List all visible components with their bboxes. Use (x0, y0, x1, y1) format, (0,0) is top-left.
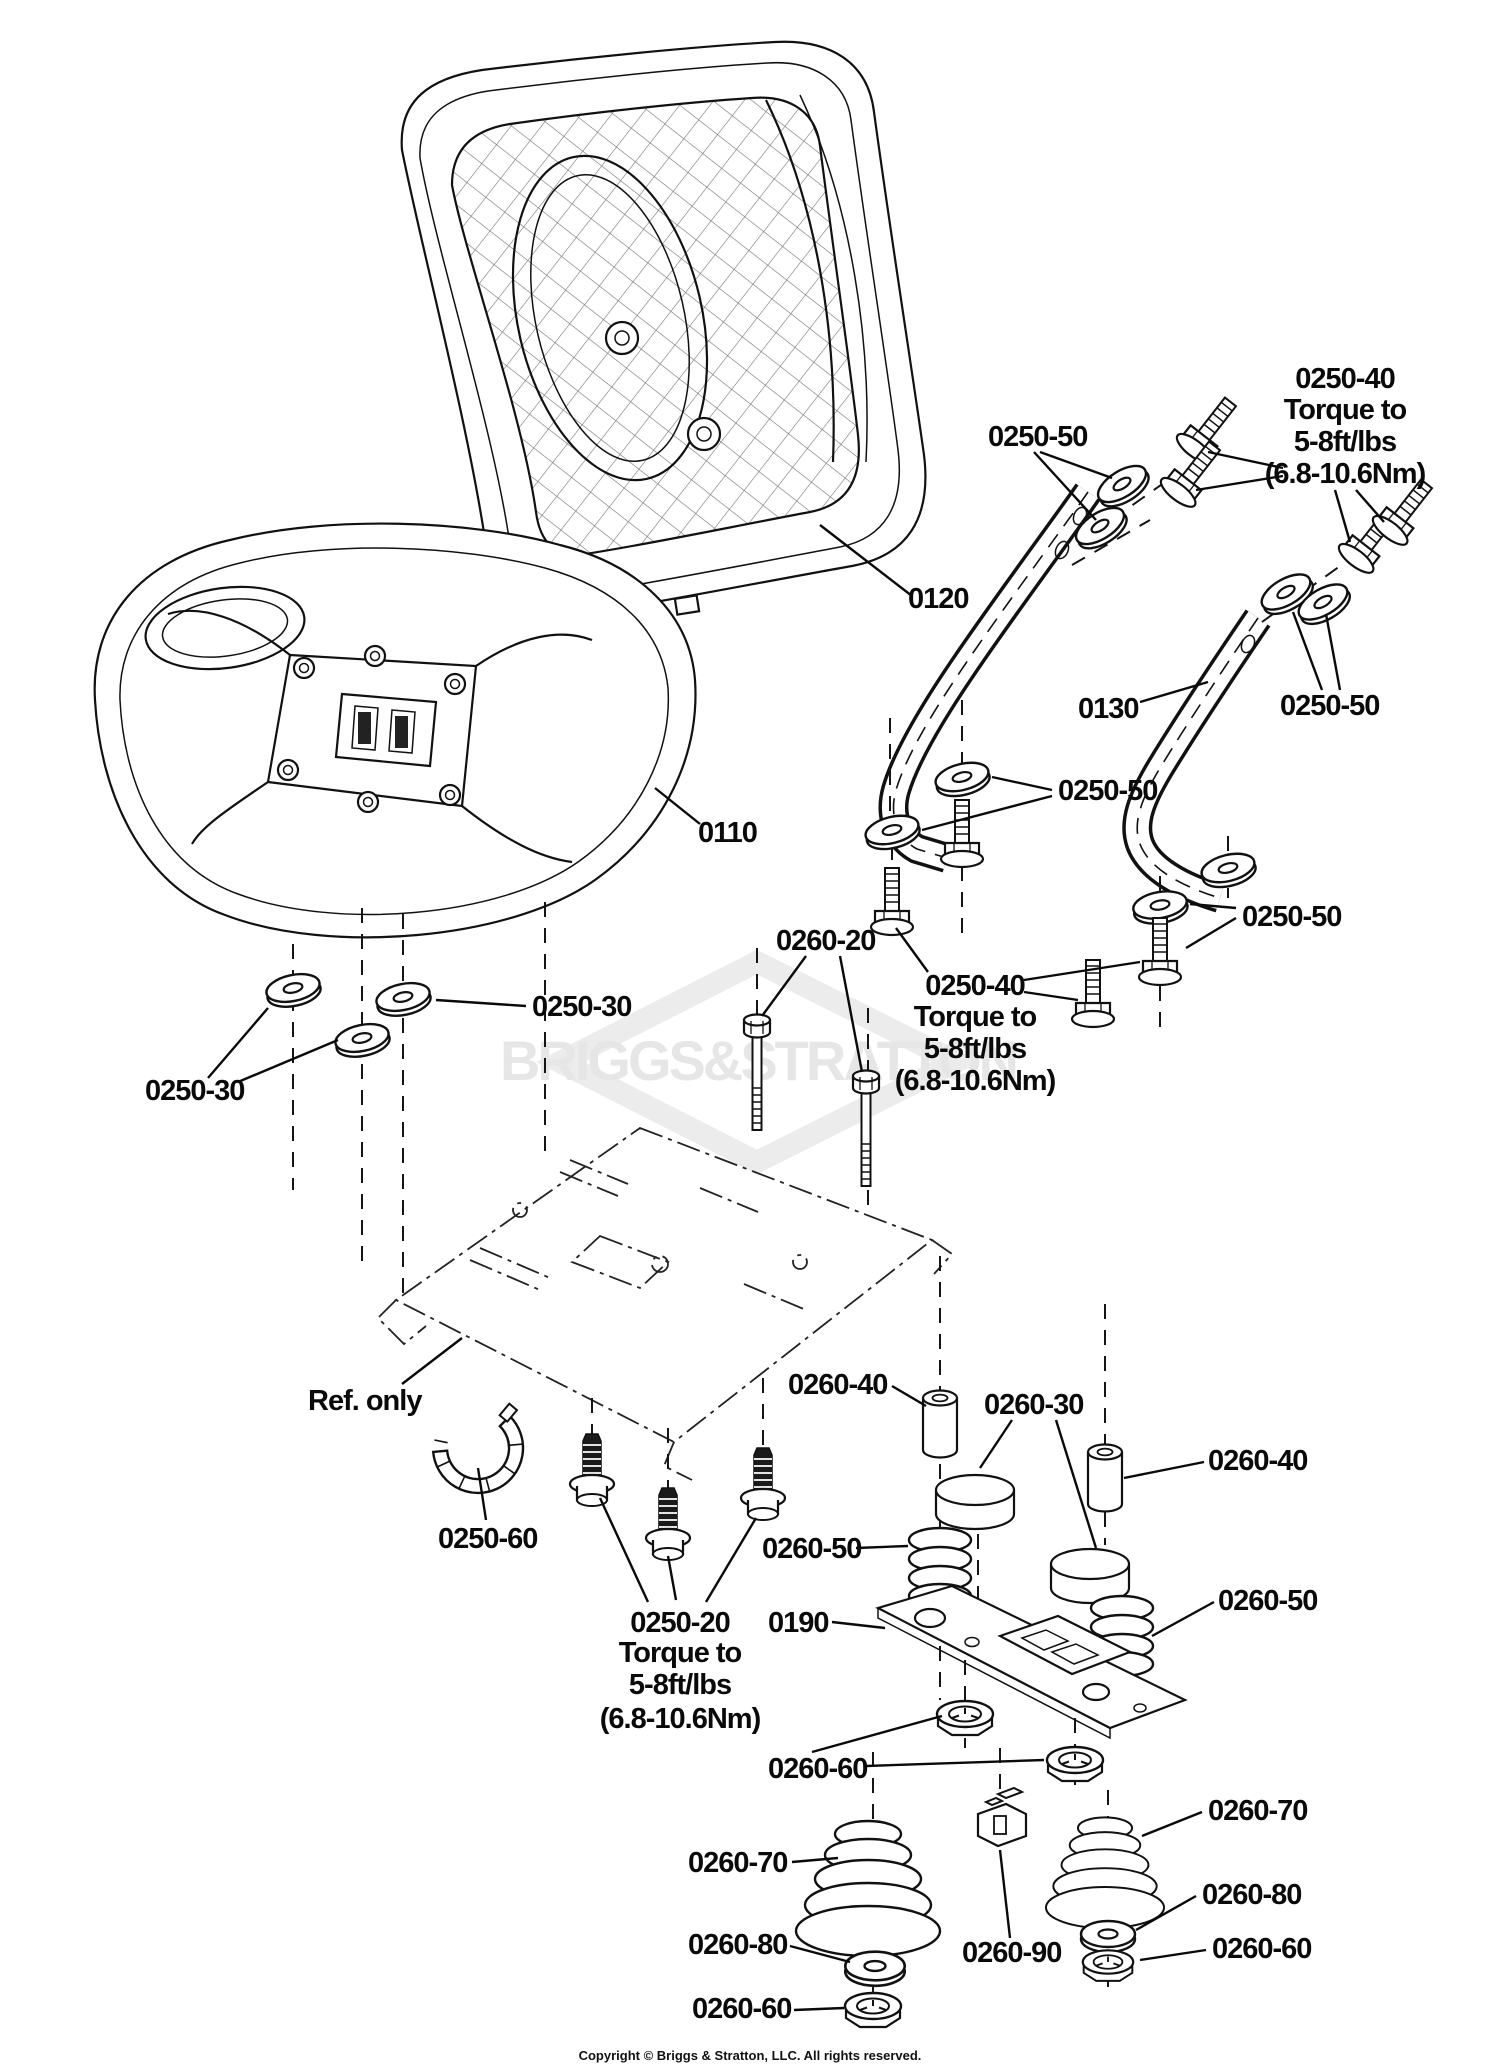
latch-plate-drawing (875, 1584, 1188, 1740)
part-label-0260-60-bottom: 0260-60 (692, 1993, 791, 2025)
part-label-0260-20: 0260-20 (776, 925, 875, 957)
part-label-0190: 0190 (768, 1607, 829, 1639)
part-label-0260-80-right: 0260-80 (1202, 1879, 1301, 1911)
torque-note-line: 5-8ft/lbs (629, 1669, 731, 1701)
washer-part (1079, 1919, 1137, 1954)
part-label-0260-40-left: 0260-40 (788, 1369, 887, 1401)
part-label-0250-20: 0250-20 (630, 1607, 729, 1639)
part-label-0260-40-right: 0260-40 (1208, 1445, 1307, 1477)
part-label-0250-30-left: 0250-30 (145, 1075, 244, 1107)
flange-nut-part (935, 1699, 995, 1737)
part-label-0260-80-left: 0260-80 (688, 1929, 787, 1961)
seat-bottom-drawing (93, 522, 697, 939)
torque-note-line: Torque to (914, 1001, 1037, 1033)
torque-note-line: Torque to (1284, 394, 1407, 426)
part-label-0250-40-mid: 0250-40 (925, 970, 1024, 1002)
part-label-0110: 0110 (698, 817, 757, 849)
torque-note-line: 5-8ft/lbs (924, 1033, 1026, 1065)
hook-drawing (431, 1402, 525, 1495)
torque-note-line: (6.8-10.6Nm) (600, 1703, 761, 1735)
torque-note-line: 5-8ft/lbs (1294, 426, 1396, 458)
torque-note-line: Torque to (619, 1637, 742, 1669)
part-label-0250-30-right: 0250-30 (532, 991, 631, 1023)
torque-note-line: (6.8-10.6Nm) (895, 1065, 1056, 1097)
lower-hardware (794, 1699, 1166, 2029)
torque-note-left: 0250-20 Torque to 5-8ft/lbs (6.8-10.6Nm) (600, 1607, 762, 1735)
part-label-0250-60: 0250-60 (438, 1523, 537, 1555)
flange-nut-part (1081, 1949, 1135, 1982)
part-label-0260-90: 0260-90 (962, 1937, 1061, 1969)
seat-pan-ref-drawing (376, 1126, 954, 1481)
torque-note-line: (6.8-10.6Nm) (1265, 458, 1426, 490)
flange-nut-part (1045, 1745, 1105, 1783)
part-label-0260-60-top: 0260-60 (768, 1753, 867, 1785)
part-label-0250-50-top: 0250-50 (988, 421, 1087, 453)
cap-part (1049, 1547, 1131, 1605)
part-label-0260-70-right: 0260-70 (1208, 1795, 1307, 1827)
part-label-0130: 0130 (1078, 693, 1139, 725)
part-label-0260-50-right: 0260-50 (1218, 1585, 1317, 1617)
spacer-part (1086, 1443, 1124, 1513)
bracket-right-drawing (1122, 609, 1271, 913)
torque-note-mid: 0250-40 Torque to 5-8ft/lbs (6.8-10.6Nm) (895, 970, 1057, 1097)
spacer-part (921, 1389, 959, 1459)
part-label-0260-70-left: 0260-70 (688, 1847, 787, 1879)
part-label-0250-50-mid: 0250-50 (1058, 775, 1157, 807)
part-label-0250-50-midright: 0250-50 (1242, 901, 1341, 933)
part-label-0260-30: 0260-30 (984, 1389, 1083, 1421)
seat-bottom-screws (276, 644, 467, 814)
leader-lines (207, 450, 1385, 2012)
flange-nut-part (843, 1991, 903, 2029)
cap-part (934, 1473, 1016, 1531)
torque-note-top: 0250-40 Torque to 5-8ft/lbs (6.8-10.6Nm) (1265, 363, 1427, 490)
seat-back-grommets (604, 320, 722, 452)
switch-part (976, 1786, 1028, 1848)
part-label-0260-50-left: 0260-50 (762, 1533, 861, 1565)
washer-part (843, 1950, 907, 1988)
part-label-0250-40: 0250-40 (1295, 363, 1394, 395)
part-labels: 0250-40 Torque to 5-8ft/lbs (6.8-10.6Nm)… (145, 363, 1427, 2025)
part-label-0260-60-right: 0260-60 (1212, 1933, 1311, 1965)
ref-only-note: Ref. only (308, 1385, 422, 1417)
part-label-0120: 0120 (908, 583, 969, 615)
part-label-0250-50-right: 0250-50 (1280, 690, 1379, 722)
seat-back-drawing (400, 40, 927, 635)
copyright-text: Copyright © Briggs & Stratton, LLC. All … (579, 2048, 922, 2063)
